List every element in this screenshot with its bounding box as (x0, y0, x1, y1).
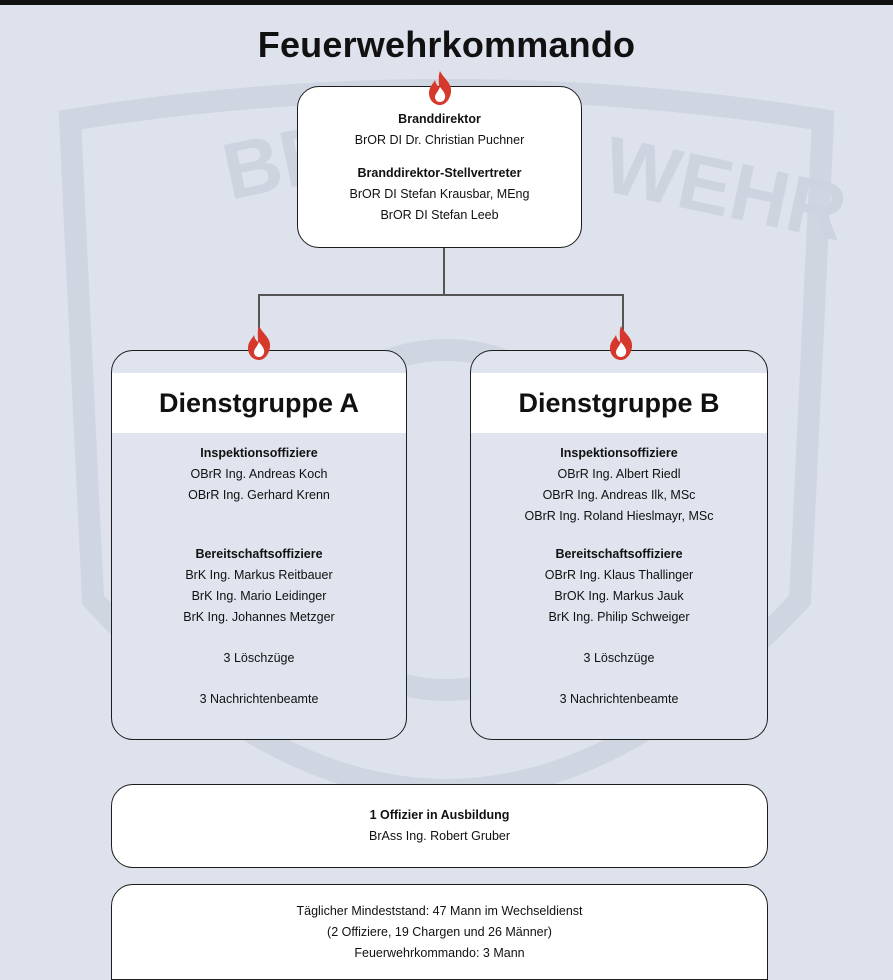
connector-left-drop (258, 294, 260, 330)
minimum-staffing-box: Täglicher Mindeststand: 47 Mann im Wechs… (111, 884, 768, 980)
group-b-title: Dienstgruppe B (471, 373, 767, 433)
group-a-insp-item: OBrR Ing. Andreas Koch (190, 467, 328, 481)
connector-vertical-top (443, 247, 445, 295)
top-border (0, 0, 893, 5)
group-a-nachrichtenbeamte: 3 Nachrichtenbeamte (199, 692, 319, 706)
group-b-insp-title: Inspektionsoffiziere (560, 446, 678, 460)
group-b-loeschzuege: 3 Löschzüge (583, 651, 655, 665)
training-title: 1 Offizier in Ausbildung (369, 808, 510, 822)
page-title: Feuerwehrkommando (257, 24, 636, 65)
group-b-bereit-item: OBrR Ing. Klaus Thallinger (544, 568, 694, 582)
group-b-insp-item: OBrR Ing. Andreas Ilk, MSc (542, 488, 696, 502)
director-name: BrOR DI Dr. Christian Puchner (354, 133, 525, 147)
group-b-bereit-item: BrK Ing. Philip Schweiger (548, 610, 690, 624)
training-person: BrAss Ing. Robert Gruber (368, 829, 511, 843)
flame-icon (248, 326, 271, 360)
deputy-name: BrOR DI Stefan Krausbar, MEng (349, 187, 530, 201)
group-a-bereit-item: BrK Ing. Mario Leidinger (191, 589, 327, 603)
director-box: Branddirektor BrOR DI Dr. Christian Puch… (297, 86, 582, 248)
group-a-loeschzuege: 3 Löschzüge (223, 651, 295, 665)
director-role: Branddirektor (398, 112, 481, 126)
group-b-bereit-title: Bereitschaftsoffiziere (555, 547, 683, 561)
group-b-insp-item: OBrR Ing. Albert Riedl (557, 467, 681, 481)
group-a-box: Dienstgruppe A Inspektionsoffiziere OBrR… (111, 350, 407, 740)
group-b-nachrichtenbeamte: 3 Nachrichtenbeamte (559, 692, 679, 706)
deputy-role: Branddirektor-Stellvertreter (357, 166, 522, 180)
group-a-title: Dienstgruppe A (112, 373, 406, 433)
group-a-insp-title: Inspektionsoffiziere (200, 446, 318, 460)
group-b-box: Dienstgruppe B Inspektionsoffiziere OBrR… (470, 350, 768, 740)
connector-right-drop (622, 294, 624, 330)
flame-icon (429, 71, 452, 105)
group-a-insp-item: OBrR Ing. Gerhard Krenn (188, 488, 330, 502)
group-a-bereit-item: BrK Ing. Markus Reitbauer (185, 568, 333, 582)
connector-horizontal (258, 294, 624, 296)
deputy-name: BrOR DI Stefan Leeb (380, 208, 499, 222)
staffing-line-3: Feuerwehrkommando: 3 Mann (354, 946, 525, 960)
staffing-line-1: Täglicher Mindeststand: 47 Mann im Wechs… (296, 904, 583, 918)
group-b-insp-item: OBrR Ing. Roland Hieslmayr, MSc (524, 509, 714, 523)
staffing-line-2: (2 Offiziere, 19 Chargen und 26 Männer) (327, 925, 552, 939)
flame-icon (610, 326, 633, 360)
group-b-bereit-item: BrOK Ing. Markus Jauk (554, 589, 684, 603)
group-a-bereit-item: BrK Ing. Johannes Metzger (183, 610, 335, 624)
training-box: 1 Offizier in Ausbildung BrAss Ing. Robe… (111, 784, 768, 868)
group-a-bereit-title: Bereitschaftsoffiziere (195, 547, 323, 561)
